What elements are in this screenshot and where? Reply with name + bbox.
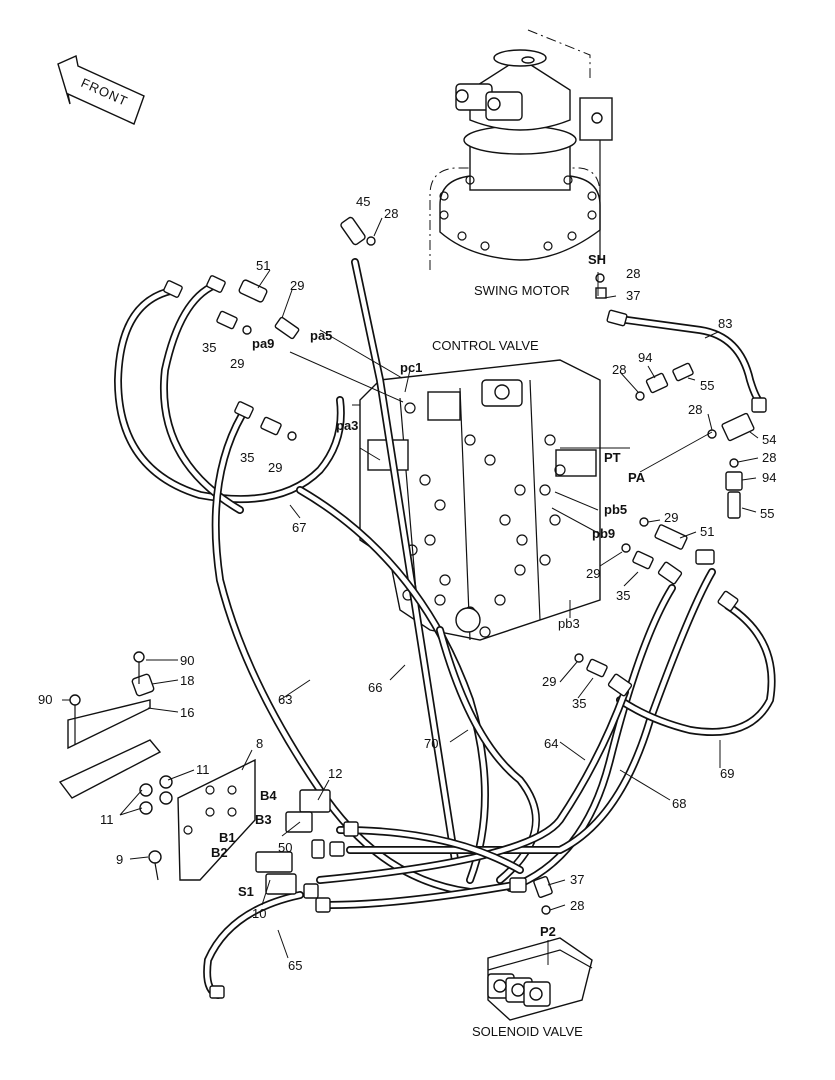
part-number: 9 [116,852,123,867]
port-label-pb3: pb3 [558,616,580,631]
part-number: 66 [368,680,382,695]
part-number: 37 [570,872,584,887]
port-label-pt: PT [604,450,621,465]
part-number: 83 [718,316,732,331]
part-number: 90 [38,692,52,707]
port-label-pa: PA [628,470,646,485]
leader-lines [62,217,759,965]
part-number: 51 [700,524,714,539]
swing-motor-drawing [429,29,613,270]
part-number: 29 [290,278,304,293]
part-number: 29 [664,510,678,525]
port-label-sh: SH [588,252,606,267]
part-number: 18 [180,673,194,688]
part-number: 28 [384,206,398,221]
part-number: 29 [586,566,600,581]
part-number: 69 [720,766,734,781]
part-number: 11 [100,812,114,827]
port-label-pb9: pb9 [592,526,615,541]
part-number: 35 [202,340,216,355]
part-number: 29 [268,460,282,475]
part-number: 11 [196,762,210,777]
port-label-b2: B2 [211,845,228,860]
part-number: 37 [626,288,640,303]
part-number: 29 [230,356,244,371]
brackets [58,651,256,881]
part-number: 90 [180,653,194,668]
port-label-b3: B3 [255,812,272,827]
part-number: 35 [240,450,254,465]
part-number: 35 [616,588,630,603]
part-number: 64 [544,736,558,751]
component-labels: SWING MOTOR CONTROL VALVE SOLENOID VALVE [432,283,583,1039]
part-number: 94 [638,350,652,365]
part-number: 55 [760,506,774,521]
port-label-s1: S1 [238,884,254,899]
part-number: 65 [288,958,302,973]
port-label-b4: B4 [260,788,277,803]
part-number: 45 [356,194,370,209]
part-number: 35 [572,696,586,711]
part-number: 54 [762,432,776,447]
part-number: 29 [542,674,556,689]
part-number: 12 [328,766,342,781]
part-number: 50 [278,840,292,855]
solenoid-valve-drawing [487,937,593,1021]
port-label-b1: B1 [219,830,236,845]
solenoid-valve-label: SOLENOID VALVE [472,1024,583,1039]
front-arrow: FRONT [57,55,145,125]
control-valve-drawing [359,359,601,641]
port-label-pc1: pc1 [400,360,422,375]
control-valve-label: CONTROL VALVE [432,338,539,353]
part-number: 63 [278,692,292,707]
part-number: 28 [626,266,640,281]
part-number: 70 [424,736,438,751]
part-number: 28 [762,450,776,465]
part-number: 67 [292,520,306,535]
fittings [163,216,767,999]
swing-motor-label: SWING MOTOR [474,283,570,298]
part-number: 10 [252,906,266,921]
part-number: 68 [672,796,686,811]
part-number: 28 [612,362,626,377]
part-number: 55 [700,378,714,393]
port-labels: SH pa5 pa9 pc1 pa3 PT PA pb5 pb9 pb3 B4 … [211,252,646,939]
part-number: 16 [180,705,194,720]
part-number: 51 [256,258,270,273]
part-number: 28 [688,402,702,417]
part-number: 8 [256,736,263,751]
port-label-pa3: pa3 [336,418,358,433]
part-number-labels: 45 28 51 29 35 29 28 37 83 28 94 55 28 5… [38,194,776,973]
port-label-p2: P2 [540,924,556,939]
port-label-pb5: pb5 [604,502,627,517]
port-label-pa5: pa5 [310,328,332,343]
part-number: 94 [762,470,776,485]
part-number: 28 [570,898,584,913]
port-label-pa9: pa9 [252,336,274,351]
